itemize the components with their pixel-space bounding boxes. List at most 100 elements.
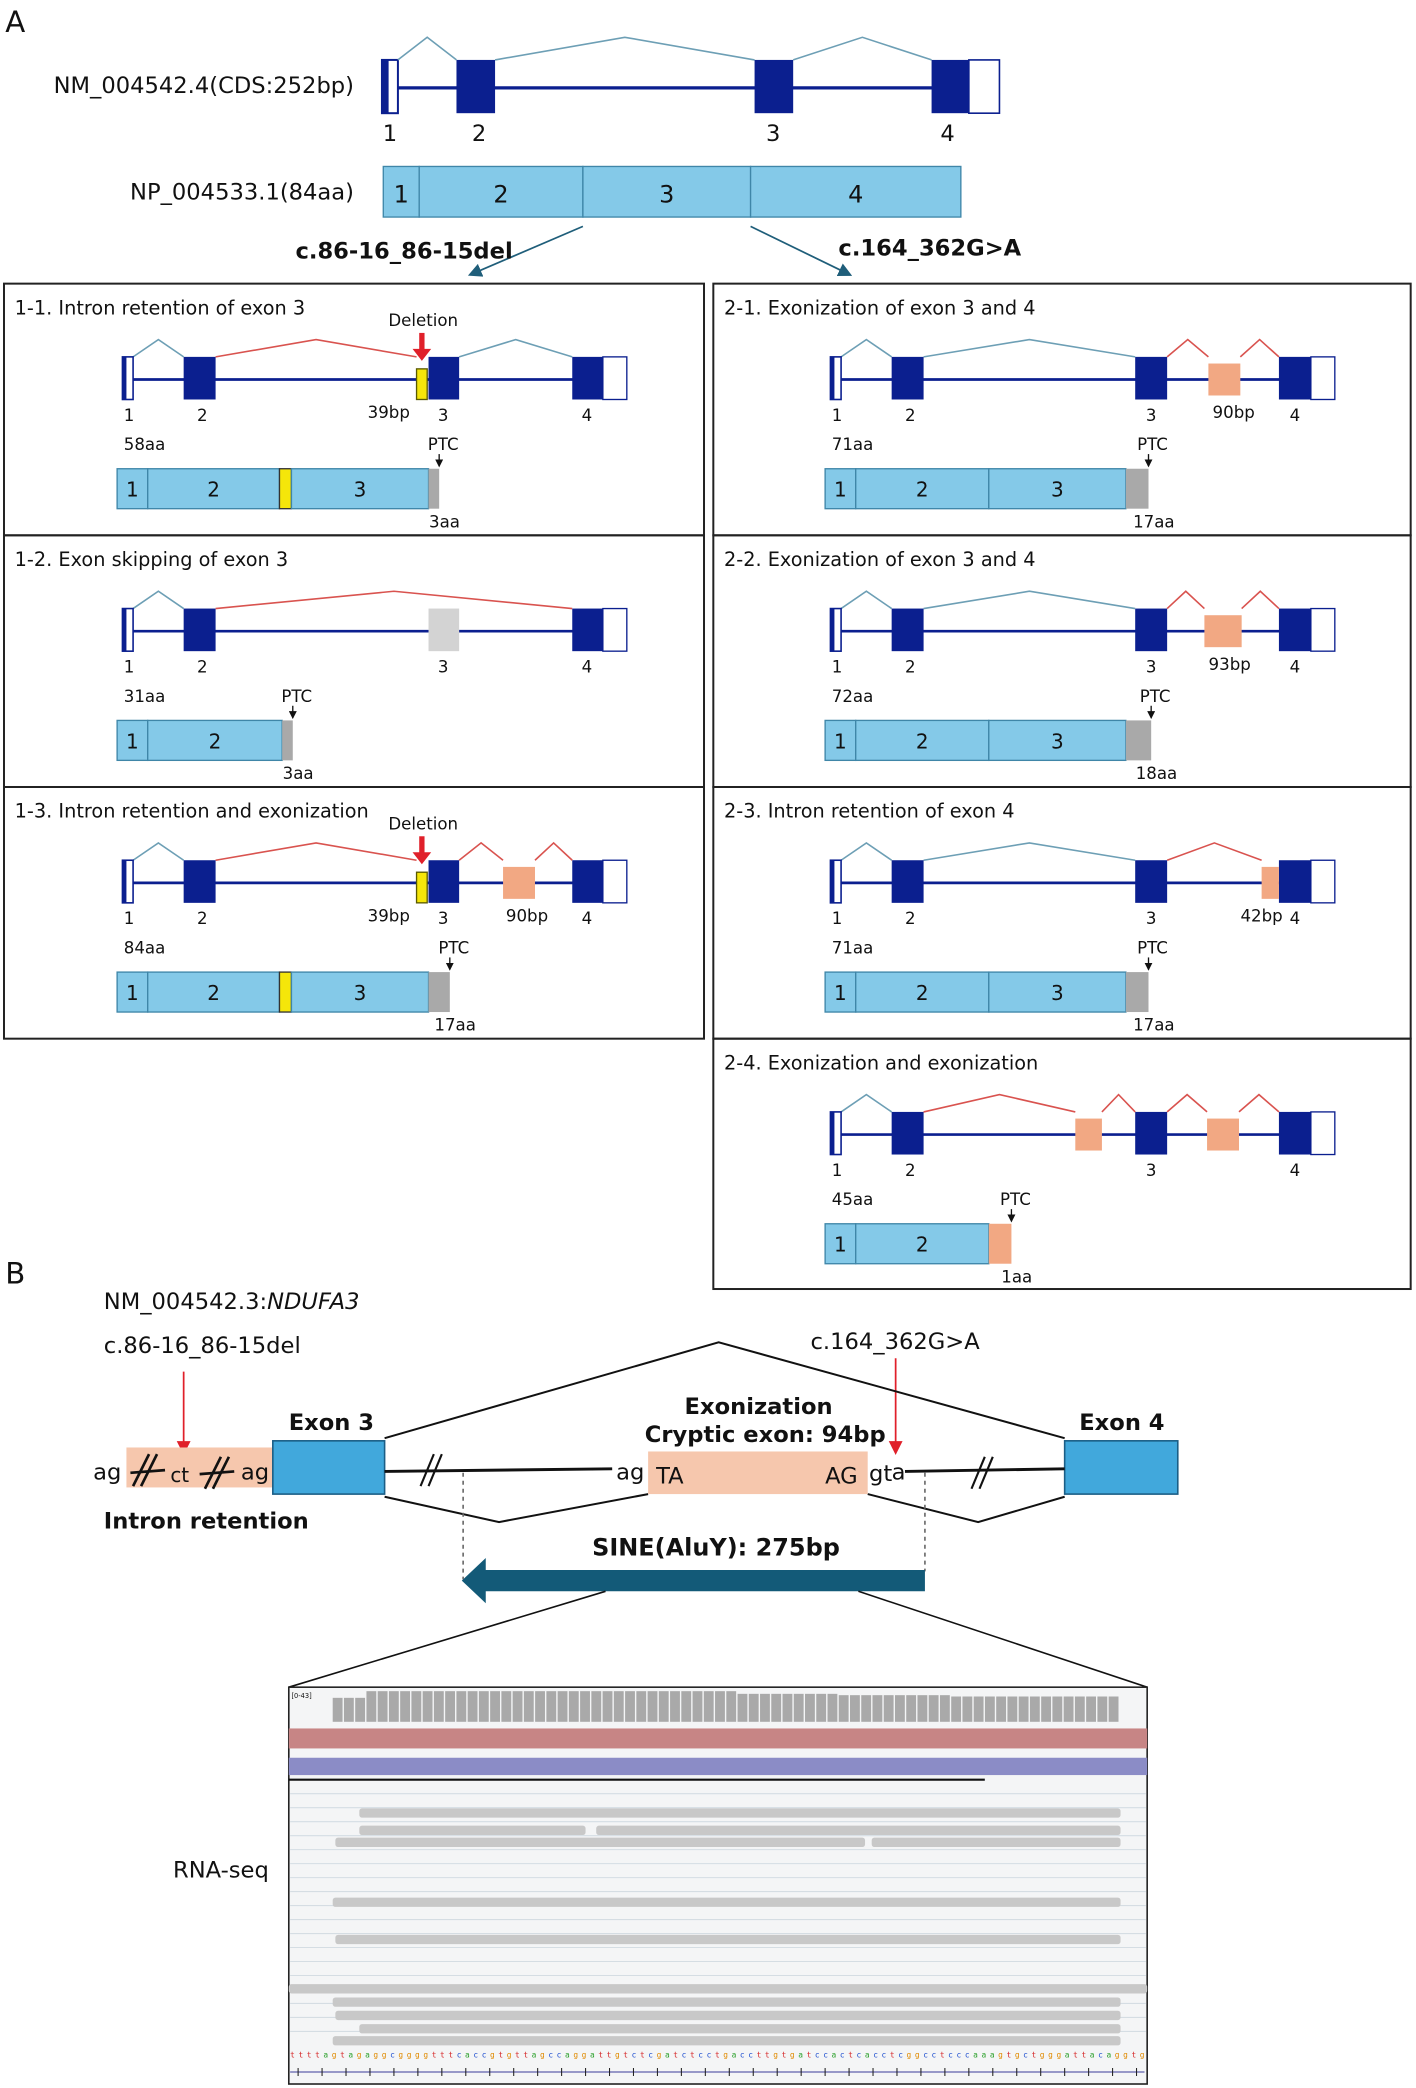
coverage-bar <box>490 1691 500 1722</box>
variant-left-label: c.86-16_86-15del <box>295 238 512 264</box>
exon-3 <box>272 1440 386 1495</box>
deletion-label: Deletion <box>388 311 458 330</box>
exon-label: 3 <box>438 657 449 676</box>
coverage-bar <box>1052 1696 1063 1722</box>
bp-label: 93bp <box>1209 655 1251 674</box>
normal-splice-arc <box>923 842 1136 862</box>
exon-3-label: Exon 3 <box>289 1410 374 1436</box>
exon-4 <box>572 356 603 400</box>
rna-seq-read <box>359 1825 586 1835</box>
coverage-bar <box>591 1691 602 1722</box>
donor-a: a <box>892 1459 906 1485</box>
tail-aa-label: 17aa <box>434 1016 476 1035</box>
exon-skip-arc <box>384 1341 1065 1440</box>
base: t <box>673 2050 678 2059</box>
panel-letter-a: A <box>5 5 25 39</box>
base: t <box>1031 2050 1036 2059</box>
base: a <box>1106 2050 1111 2059</box>
base: c <box>682 2050 687 2059</box>
break-line <box>199 1470 235 1476</box>
protein-segment-label: 3 <box>659 180 674 208</box>
retained-peptide <box>278 468 293 510</box>
exon-3 <box>1135 1111 1168 1155</box>
normal-splice-arc <box>840 841 893 861</box>
coverage-bar <box>816 1693 827 1722</box>
exon-label: 2 <box>905 909 916 928</box>
feature-track-red <box>288 1728 1148 1749</box>
coverage-bar <box>996 1696 1007 1722</box>
ptc-label: PTC <box>1137 938 1168 957</box>
base: c <box>648 2050 653 2059</box>
ptc-tail <box>1125 972 1149 1013</box>
exon-2 <box>183 860 216 903</box>
protein-segment-label: 2 <box>207 478 220 502</box>
ptc-label: PTC <box>1137 435 1168 454</box>
exon-4-utr <box>602 859 628 904</box>
panel-1-3: 1-3. Intron retention and exonizationDel… <box>2 785 706 1040</box>
panel-title: 2-2. Exonization of exon 3 and 4 <box>724 548 1036 571</box>
base: c <box>390 2050 395 2059</box>
base: t <box>315 2050 320 2059</box>
coverage-bar <box>715 1691 725 1722</box>
splice-arc <box>792 36 932 61</box>
exon-label: 4 <box>1290 909 1301 928</box>
coverage-bar <box>872 1695 883 1722</box>
tail-aa-label: 18aa <box>1136 764 1178 783</box>
exon-2 <box>891 860 924 903</box>
coverage-bar <box>1097 1696 1108 1722</box>
coverage-bar <box>827 1693 838 1722</box>
protein-segment-label: 1 <box>126 478 139 502</box>
protein-domain <box>855 971 990 1013</box>
protein-label: NP_004533.1(84aa) <box>130 180 354 206</box>
protein-domain <box>147 971 281 1013</box>
break-mark-icon <box>419 1453 435 1487</box>
protein-domain <box>147 468 281 510</box>
protein-domain <box>855 468 990 510</box>
base: a <box>665 2050 670 2059</box>
protein-segment-label: 2 <box>493 180 508 208</box>
rna-seq-read <box>335 2010 1121 2021</box>
aberrant-splice-arc <box>534 841 573 861</box>
base: t <box>307 2050 312 2059</box>
tail-aa-label: 17aa <box>1133 512 1175 531</box>
base: c <box>932 2050 937 2059</box>
exon-4-utr <box>1310 859 1336 904</box>
coverage-range-label: [0-43] <box>291 1692 312 1700</box>
base: g <box>723 2050 728 2059</box>
cryptic-exon <box>503 866 535 899</box>
exon-label: 4 <box>1290 657 1301 676</box>
base: g <box>915 2050 920 2059</box>
coverage-bar <box>445 1691 456 1722</box>
base: a <box>465 2050 470 2059</box>
aberrant-splice-arc <box>1238 1093 1280 1113</box>
exon-3 <box>428 860 460 903</box>
coverage-bar <box>388 1691 399 1722</box>
inclusion-arc-right <box>867 1493 1065 1524</box>
coverage-bar <box>647 1691 658 1722</box>
break-mark-icon <box>978 1456 994 1490</box>
rna-seq-read <box>332 1997 1121 2007</box>
exon-1-coding <box>830 608 835 652</box>
break-mark-icon <box>427 1453 443 1487</box>
exon-3 <box>1135 608 1168 652</box>
base: t <box>807 2050 812 2059</box>
cryptic-exon <box>1261 866 1279 899</box>
exon-label: 4 <box>582 909 593 928</box>
panel-title: 2-3. Intron retention of exon 4 <box>724 800 1015 823</box>
cryptic-peptide <box>988 1223 1012 1264</box>
exon-label: 4 <box>582 406 593 425</box>
exon-4-utr <box>602 356 628 401</box>
base: a <box>1090 2050 1095 2059</box>
tail-aa-label: 3aa <box>283 764 314 783</box>
base: c <box>882 2050 887 2059</box>
variant-right-label: c.164_362G>A <box>838 236 1021 262</box>
ptc-tail <box>1125 468 1149 509</box>
base: t <box>765 2050 770 2059</box>
base: g <box>398 2050 403 2059</box>
break-mark-icon <box>970 1456 986 1490</box>
exon-2 <box>891 1111 924 1155</box>
base: a <box>323 2050 328 2059</box>
coverage-bar <box>602 1691 613 1722</box>
